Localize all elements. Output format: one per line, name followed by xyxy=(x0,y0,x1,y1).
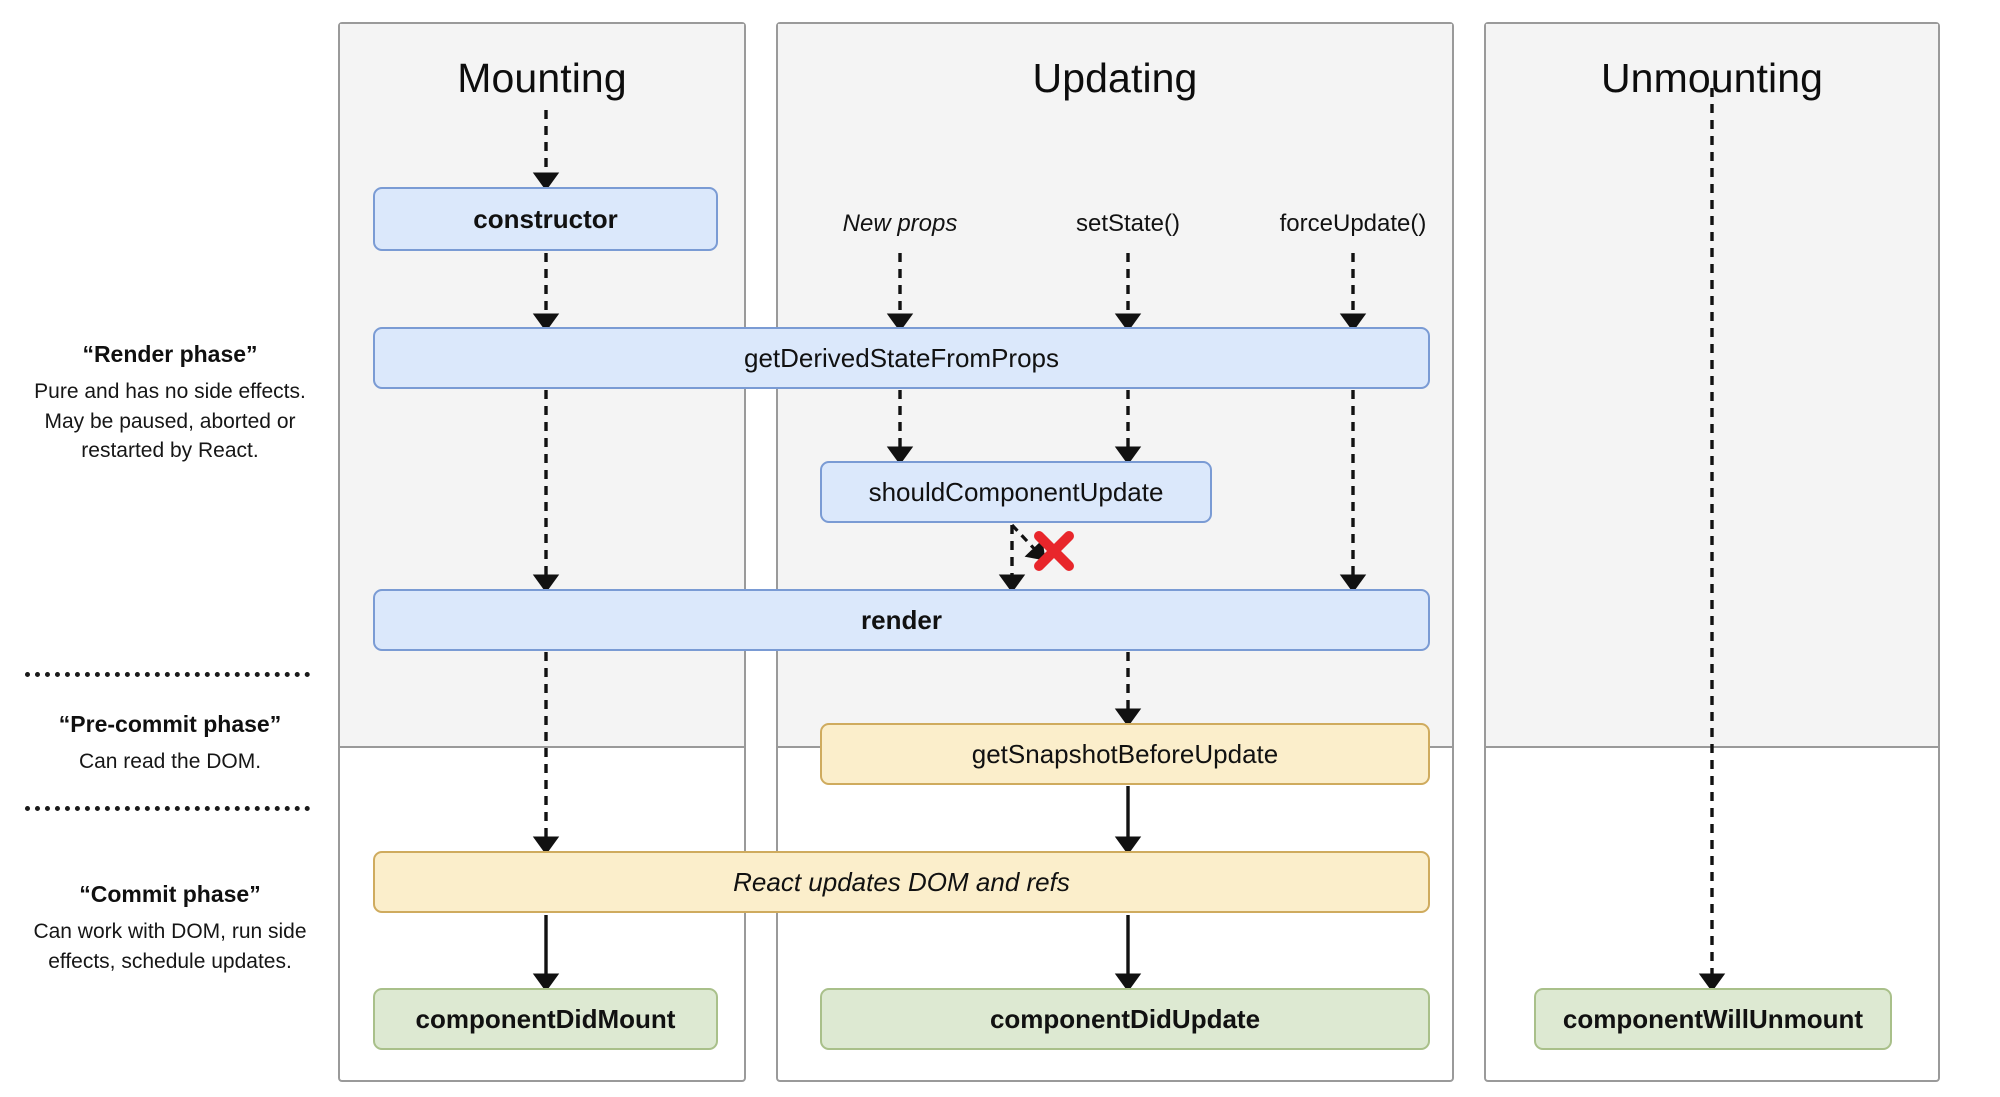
legend-commit-phase-title: “Commit phase” xyxy=(79,881,261,907)
node-should-component-update[interactable]: shouldComponentUpdate xyxy=(820,461,1212,523)
node-render[interactable]: render xyxy=(373,589,1430,651)
abort-x-icon xyxy=(1030,527,1078,575)
trigger-force-update: forceUpdate() xyxy=(1279,210,1427,237)
trigger-set-state: setState() xyxy=(1075,210,1181,237)
node-get-snapshot-before-update[interactable]: getSnapshotBeforeUpdate xyxy=(820,723,1430,785)
legend-render-phase-title: “Render phase” xyxy=(82,341,258,367)
legend-render-phase: “Render phase” Pure and has no side effe… xyxy=(20,340,320,466)
column-title-mounting: Mounting xyxy=(457,55,627,101)
legend-pre-commit-phase-description: Can read the DOM. xyxy=(78,749,262,773)
node-component-did-mount[interactable]: componentDidMount xyxy=(373,988,718,1050)
legend-commit-phase: “Commit phase” Can work with DOM, run si… xyxy=(20,880,320,976)
node-react-updates-dom-and-refs[interactable]: React updates DOM and refs xyxy=(373,851,1430,913)
legend-pre-commit-phase: “Pre-commit phase” Can read the DOM. xyxy=(10,710,330,777)
legend-render-phase-description: Pure and has no side effects. May be pau… xyxy=(34,379,306,463)
node-component-will-unmount[interactable]: componentWillUnmount xyxy=(1534,988,1892,1050)
column-unmounting-commit-divider xyxy=(1486,746,1938,748)
legend-divider-bottom xyxy=(25,806,310,811)
legend-divider-top xyxy=(25,672,310,677)
column-title-updating: Updating xyxy=(1032,55,1198,101)
column-title-unmounting: Unmounting xyxy=(1600,55,1824,101)
column-updating xyxy=(776,22,1454,1082)
node-component-did-update[interactable]: componentDidUpdate xyxy=(820,988,1430,1050)
trigger-new-props: New props xyxy=(842,210,958,237)
column-mounting xyxy=(338,22,746,1082)
node-constructor[interactable]: constructor xyxy=(373,187,718,251)
column-unmounting xyxy=(1484,22,1940,1082)
node-get-derived-state-from-props[interactable]: getDerivedStateFromProps xyxy=(373,327,1430,389)
legend-pre-commit-phase-title: “Pre-commit phase” xyxy=(58,711,282,737)
column-mounting-commit-divider xyxy=(340,746,744,748)
legend-commit-phase-description: Can work with DOM, run side effects, sch… xyxy=(33,919,307,973)
